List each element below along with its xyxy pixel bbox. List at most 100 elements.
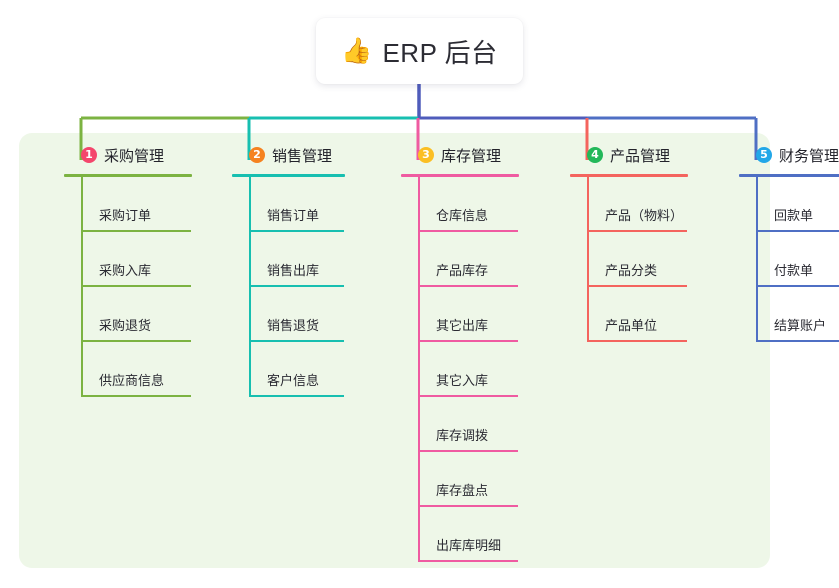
leaf-node[interactable]: 产品库存: [401, 232, 519, 287]
leaf-node-label: 供应商信息: [99, 373, 165, 388]
branch-underline-3: [401, 174, 519, 177]
leaf-node-underline: [587, 285, 687, 287]
leaf-node-label: 产品（物料）: [605, 208, 684, 223]
leaf-node[interactable]: 结算账户: [739, 287, 839, 342]
branch-spine-5: [756, 177, 758, 342]
branch-header-2[interactable]: 2 销售管理: [232, 142, 345, 168]
leaf-node[interactable]: 销售出库: [232, 232, 345, 287]
leaf-node[interactable]: 出库库明细: [401, 507, 519, 562]
branch-items-5: 回款单付款单结算账户: [739, 177, 839, 342]
leaf-node[interactable]: 仓库信息: [401, 177, 519, 232]
branch-badge-5: 5: [756, 147, 772, 163]
leaf-node-label: 采购订单: [99, 208, 152, 223]
leaf-node[interactable]: 其它出库: [401, 287, 519, 342]
leaf-node-underline: [756, 230, 839, 232]
leaf-node[interactable]: 销售订单: [232, 177, 345, 232]
branch-column-1: 1 采购管理采购订单采购入库采购退货供应商信息: [64, 142, 192, 397]
branch-items-3: 仓库信息产品库存其它出库其它入库库存调拨库存盘点出库库明细: [401, 177, 519, 562]
leaf-node-underline: [81, 340, 191, 342]
leaf-node[interactable]: 产品（物料）: [570, 177, 688, 232]
leaf-node-underline: [418, 285, 518, 287]
branch-title-3: 库存管理: [441, 147, 502, 165]
branch-header-4[interactable]: 4 产品管理: [570, 142, 688, 168]
branch-column-4: 4 产品管理产品（物料） 产品分类产品单位: [570, 142, 688, 342]
leaf-node-label: 销售出库: [267, 263, 320, 278]
thumbs-up-icon: 👍: [341, 36, 373, 65]
leaf-node[interactable]: 产品分类: [570, 232, 688, 287]
root-node[interactable]: 👍 ERP 后台: [316, 18, 523, 84]
leaf-node-label: 销售退货: [267, 318, 320, 333]
leaf-node-underline: [418, 340, 518, 342]
leaf-node-underline: [418, 505, 518, 507]
leaf-node-underline: [418, 450, 518, 452]
leaf-node-underline: [756, 340, 839, 342]
leaf-node-underline: [249, 340, 344, 342]
leaf-node-label: 付款单: [774, 263, 814, 278]
leaf-node-underline: [418, 395, 518, 397]
branch-column-2: 2 销售管理销售订单销售出库销售退货客户信息: [232, 142, 345, 397]
leaf-node-label: 采购退货: [99, 318, 152, 333]
leaf-node[interactable]: 采购退货: [64, 287, 192, 342]
branch-title-2: 销售管理: [272, 147, 333, 165]
leaf-node[interactable]: 库存盘点: [401, 452, 519, 507]
branch-underline-4: [570, 174, 688, 177]
branch-title-1: 采购管理: [104, 147, 165, 165]
leaf-node-label: 客户信息: [267, 373, 320, 388]
leaf-node[interactable]: 付款单: [739, 232, 839, 287]
leaf-node-label: 其它入库: [436, 373, 489, 388]
branch-title-4: 产品管理: [610, 147, 671, 165]
leaf-node[interactable]: 采购入库: [64, 232, 192, 287]
branch-items-4: 产品（物料） 产品分类产品单位: [570, 177, 688, 342]
leaf-node-underline: [81, 230, 191, 232]
leaf-node[interactable]: 采购订单: [64, 177, 192, 232]
branch-header-5[interactable]: 5 财务管理: [739, 142, 839, 168]
leaf-node[interactable]: 供应商信息: [64, 342, 192, 397]
leaf-node[interactable]: 销售退货: [232, 287, 345, 342]
leaf-node-underline: [249, 285, 344, 287]
leaf-node-underline: [249, 395, 344, 397]
leaf-node-underline: [249, 230, 344, 232]
branch-badge-1: 1: [81, 147, 97, 163]
leaf-node-label: 结算账户: [774, 318, 827, 333]
leaf-node-underline: [587, 340, 687, 342]
branch-spine-2: [249, 177, 251, 397]
diagram-panel: [19, 133, 770, 568]
branch-underline-1: [64, 174, 192, 177]
leaf-node-label: 产品单位: [605, 318, 658, 333]
branch-underline-5: [739, 174, 839, 177]
branch-spine-4: [587, 177, 589, 342]
leaf-node-label: 回款单: [774, 208, 814, 223]
leaf-node[interactable]: 回款单: [739, 177, 839, 232]
leaf-node-underline: [81, 285, 191, 287]
leaf-node-label: 产品库存: [436, 263, 489, 278]
branch-items-1: 采购订单采购入库采购退货供应商信息: [64, 177, 192, 397]
branch-badge-4: 4: [587, 147, 603, 163]
leaf-node-underline: [756, 285, 839, 287]
branch-header-1[interactable]: 1 采购管理: [64, 142, 192, 168]
leaf-node-label: 采购入库: [99, 263, 152, 278]
leaf-node[interactable]: 产品单位: [570, 287, 688, 342]
branch-items-2: 销售订单销售出库销售退货客户信息: [232, 177, 345, 397]
root-node-title: ERP 后台: [382, 37, 498, 68]
branch-spine-3: [418, 177, 420, 562]
leaf-node-underline: [587, 230, 687, 232]
leaf-node-underline: [81, 395, 191, 397]
branch-spine-1: [81, 177, 83, 397]
leaf-node-label: 其它出库: [436, 318, 489, 333]
leaf-node-label: 销售订单: [267, 208, 320, 223]
branch-column-5: 5 财务管理回款单付款单结算账户: [739, 142, 839, 342]
leaf-node[interactable]: 其它入库: [401, 342, 519, 397]
branch-column-3: 3 库存管理仓库信息产品库存其它出库其它入库库存调拨库存盘点出库库明细: [401, 142, 519, 562]
branch-badge-2: 2: [249, 147, 265, 163]
leaf-node-label: 产品分类: [605, 263, 658, 278]
leaf-node-label: 仓库信息: [436, 208, 489, 223]
leaf-node[interactable]: 客户信息: [232, 342, 345, 397]
leaf-node-label: 库存盘点: [436, 483, 489, 498]
branch-badge-3: 3: [418, 147, 434, 163]
branch-title-5: 财务管理: [779, 147, 839, 165]
branch-header-3[interactable]: 3 库存管理: [401, 142, 519, 168]
leaf-node[interactable]: 库存调拨: [401, 397, 519, 452]
leaf-node-label: 库存调拨: [436, 428, 489, 443]
leaf-node-underline: [418, 560, 518, 562]
